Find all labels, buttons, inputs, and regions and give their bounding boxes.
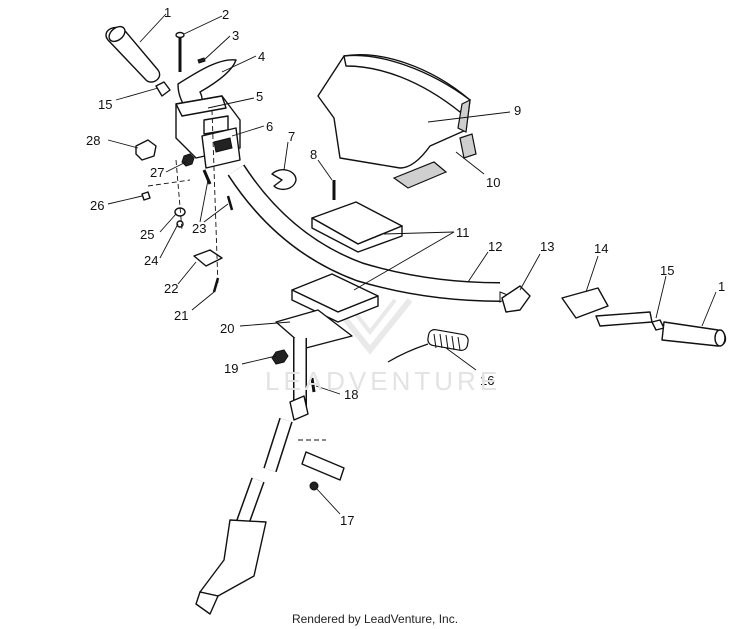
block-10 — [392, 161, 448, 189]
callout-13: 13 — [540, 239, 555, 254]
callout-18: 18 — [344, 387, 359, 402]
coil-16 — [387, 328, 469, 363]
plug-right — [651, 319, 665, 331]
switch-block — [201, 127, 241, 169]
callout-8: 8 — [310, 147, 318, 162]
nut-19 — [271, 349, 289, 365]
footer-credit: Rendered by LeadVenture, Inc. — [291, 612, 459, 626]
callout-15-left: 15 — [98, 97, 113, 112]
bushing-17 — [301, 451, 345, 491]
callout-28: 28 — [86, 133, 101, 148]
callout-22: 22 — [164, 281, 179, 296]
callout-23: 23 — [192, 221, 207, 236]
throttle-lever — [177, 59, 237, 110]
bracket-28 — [135, 139, 157, 161]
callout-14: 14 — [594, 241, 609, 256]
callout-10: 10 — [486, 175, 501, 190]
plug-left — [155, 81, 171, 97]
callout-2: 2 — [222, 7, 230, 22]
callout-6: 6 — [266, 119, 274, 134]
callout-25: 25 — [140, 227, 155, 242]
callout-1-right: 1 — [718, 279, 726, 294]
right-grip — [661, 321, 727, 347]
pin — [175, 31, 185, 72]
callout-11: 11 — [456, 225, 470, 240]
callout-4: 4 — [258, 49, 266, 64]
callout-24: 24 — [144, 253, 159, 268]
clip — [271, 169, 297, 191]
callout-3: 3 — [232, 28, 240, 43]
callout-17: 17 — [340, 513, 355, 528]
callout-7: 7 — [288, 129, 296, 144]
cover-plate-22 — [193, 249, 223, 267]
callout-15-right: 15 — [660, 263, 675, 278]
screw-21 — [212, 277, 220, 293]
callout-12: 12 — [488, 239, 503, 254]
steering-post — [195, 309, 353, 615]
callout-16: 16 — [480, 373, 495, 388]
leader-lines — [107, 13, 717, 515]
screw-18 — [310, 377, 316, 393]
headlight-pod — [317, 54, 471, 169]
part-26 — [141, 191, 151, 201]
callout-5: 5 — [256, 89, 264, 104]
callout-19: 19 — [224, 361, 239, 376]
throttle-13 — [501, 285, 531, 313]
callout-27: 27 — [150, 165, 165, 180]
watermark-text: LEADVENTURE — [265, 366, 502, 396]
left-grip — [105, 25, 161, 83]
brake-lever — [561, 287, 653, 327]
callout-26: 26 — [90, 198, 105, 213]
screw-23b — [226, 195, 234, 211]
callout-21: 21 — [174, 308, 189, 323]
callout-1-left: 1 — [164, 5, 172, 20]
throttle-housing — [175, 95, 241, 159]
nut-27 — [181, 153, 195, 167]
callout-9: 9 — [514, 103, 522, 118]
screw-3 — [197, 57, 206, 64]
callout-20: 20 — [220, 321, 235, 336]
screw-23a — [202, 169, 212, 185]
